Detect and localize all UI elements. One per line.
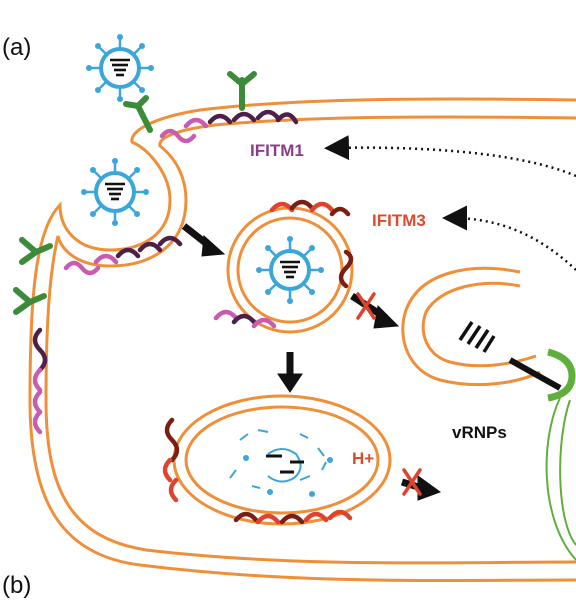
ifitm3-on-early-endosome [213, 199, 354, 329]
dotted-arrows [324, 135, 576, 271]
ifitm3-on-late-endosome [162, 417, 353, 525]
plasma-membrane [28, 97, 576, 583]
panel-label-a: (a) [2, 34, 32, 61]
vrnp-fragments [266, 454, 304, 474]
nuclear-pore [545, 348, 576, 561]
fusing-endosome [401, 266, 541, 387]
vrnps-release [458, 321, 562, 391]
process-arrows [181, 223, 442, 501]
ifitm1-proteins [32, 109, 299, 435]
blocked-x-marks [356, 292, 422, 496]
vrnps-label: vRNPs [452, 423, 507, 442]
viral-debris [229, 429, 333, 497]
h-plus-label: H+ [352, 449, 374, 468]
virus-in-endosome-icon [254, 234, 326, 306]
virus-endocytosing-icon [79, 156, 151, 228]
ifitm1-label: IFITM1 [250, 141, 304, 160]
ifitm3-label: IFITM3 [372, 211, 426, 230]
receptor-group [13, 71, 257, 315]
virus-outside-icon [84, 32, 156, 104]
